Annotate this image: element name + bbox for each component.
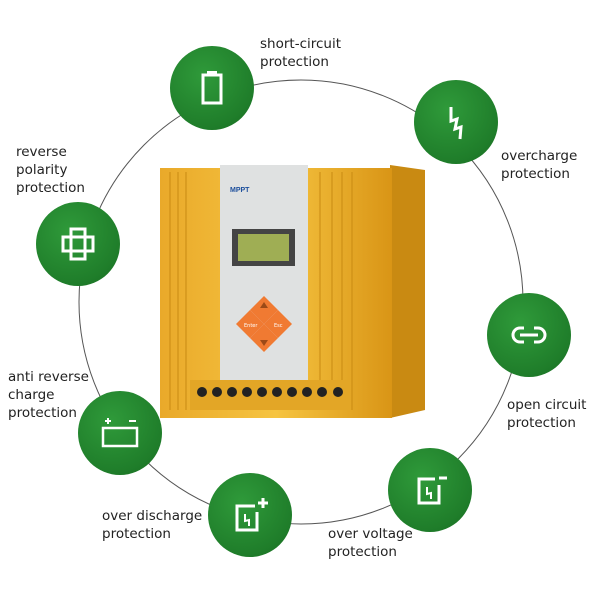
terminal-block [197,387,343,397]
brand-logo: MPPT [230,187,250,194]
anti-reverse-charge-badge [78,391,162,475]
open-circuit-badge [487,293,571,377]
battery-icon [201,71,223,105]
enter-button: Enter [244,323,258,329]
overcharge-badge [414,80,498,164]
battery-plus-lightning-icon [235,498,268,532]
over-discharge-badge [208,473,292,557]
cross-icon [61,227,95,261]
reverse-polarity-badge [36,202,120,286]
battery-minus-lightning-icon [417,476,447,505]
lcd-screen [238,234,289,261]
link-icon [511,326,547,344]
keypad [236,296,292,352]
battery-plus-minus-icon [101,418,139,448]
charge-controller-device: MPPT Enter Esc [160,165,425,418]
short-circuit-badge [170,46,254,130]
over-voltage-badge [388,448,472,532]
lightning-icon [449,107,463,140]
esc-button: Esc [274,323,283,329]
